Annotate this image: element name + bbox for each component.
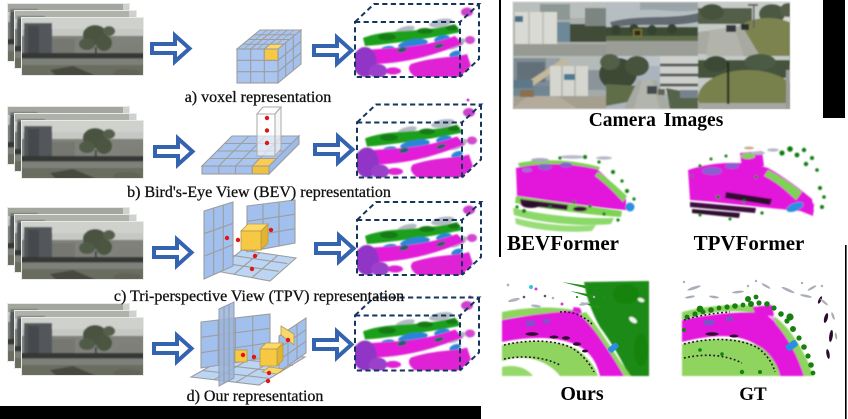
svg-text:c) Tri-perspective View (TPV): c) Tri-perspective View (TPV) representa… xyxy=(114,288,404,305)
svg-text:b) Bird's-Eye View (BEV) repre: b) Bird's-Eye View (BEV) representation xyxy=(127,184,391,201)
svg-text:GT: GT xyxy=(739,384,767,405)
svg-text:BEVFormer: BEVFormer xyxy=(507,231,619,255)
svg-text:Camera Images: Camera Images xyxy=(589,110,724,131)
svg-text:a) voxel representation: a) voxel representation xyxy=(185,89,332,106)
svg-text:d) Our representation: d) Our representation xyxy=(187,388,324,405)
svg-text:Ours: Ours xyxy=(560,383,604,405)
svg-text:TPVFormer: TPVFormer xyxy=(694,231,805,255)
